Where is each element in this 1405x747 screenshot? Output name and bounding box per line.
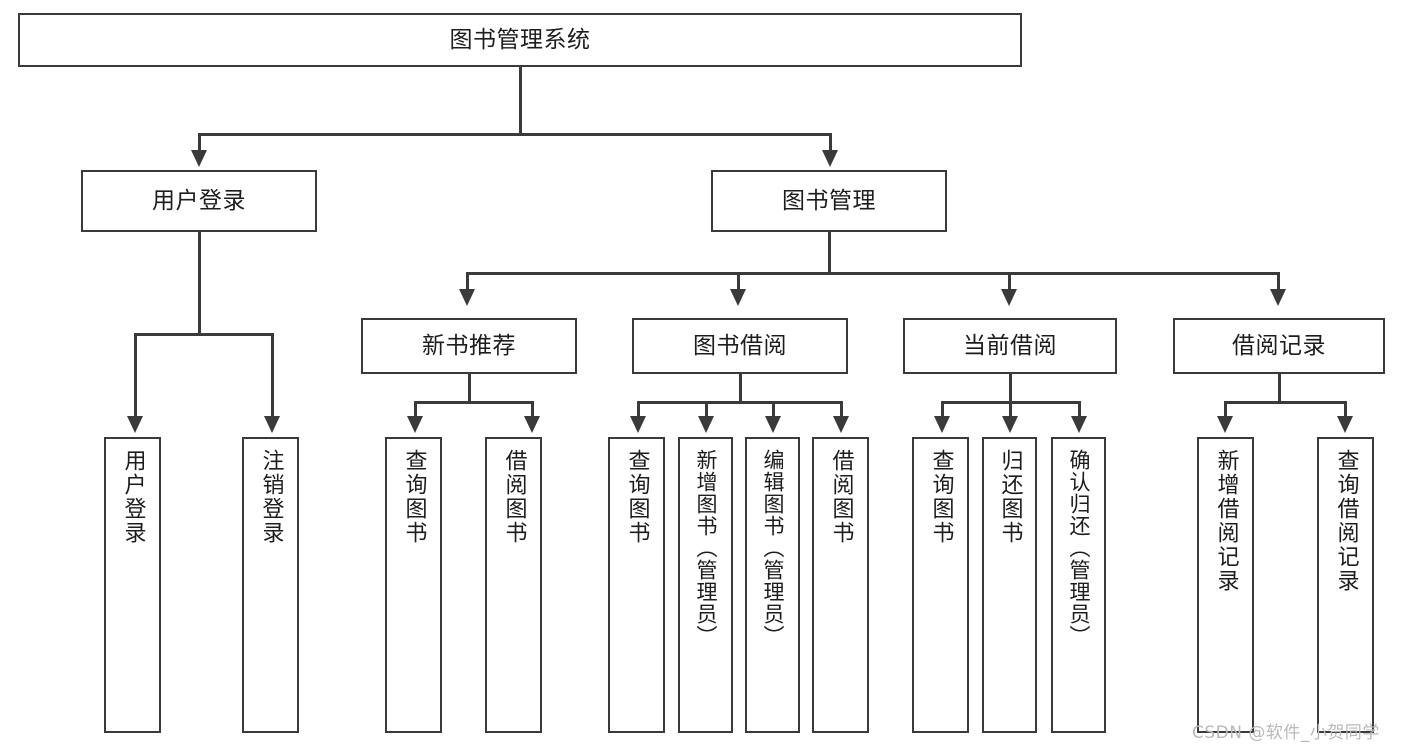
leaf-add-borrow-record[interactable]: 新增借阅记录 <box>1197 437 1254 733</box>
node-label: 图书借阅 <box>693 332 787 359</box>
connector-bookborrow-drop-3 <box>772 401 775 418</box>
arrow-to-new-book <box>459 289 475 306</box>
node-label: 借阅图书 <box>828 449 854 545</box>
connector-bookborrow-stem <box>739 374 742 403</box>
arrow-to-user-login <box>191 150 207 167</box>
connector-newbook-bus <box>414 401 533 404</box>
node-label: 图书管理 <box>782 187 876 214</box>
arrow-to-confirm-return <box>1071 416 1087 433</box>
connector-bookborrow-bus <box>637 401 842 404</box>
node-label: 用户登录 <box>152 187 246 214</box>
connector-bookmgmt-drop-4 <box>1277 272 1280 291</box>
arrow-to-borrow-book <box>833 416 849 433</box>
connector-userlogin-stem <box>198 232 201 335</box>
node-label: 新书推荐 <box>422 332 516 359</box>
node-label: 查询图书 <box>624 449 650 545</box>
connector-root-bus <box>198 133 832 136</box>
connector-bookmgmt-drop-2 <box>737 272 740 291</box>
node-label: 借阅图书 <box>501 449 527 545</box>
arrow-to-query-book-borrow <box>630 416 646 433</box>
connector-userlogin-bus <box>134 333 274 336</box>
node-label: 新增图书（管理员） <box>694 449 718 647</box>
connector-bookborrow-drop-2 <box>705 401 708 418</box>
leaf-query-book-borrow[interactable]: 查询图书 <box>608 437 665 733</box>
connector-currentborrow-drop-3 <box>1078 401 1081 418</box>
node-label: 查询图书 <box>928 449 954 545</box>
leaf-add-book-admin[interactable]: 新增图书（管理员） <box>678 437 733 733</box>
connector-newbook-drop-2 <box>531 401 534 418</box>
arrow-to-return-book <box>1002 416 1018 433</box>
arrow-to-add-borrow-record <box>1217 416 1233 433</box>
leaf-user-login[interactable]: 用户登录 <box>104 437 161 733</box>
node-current-borrow[interactable]: 当前借阅 <box>903 318 1117 374</box>
node-book-management[interactable]: 图书管理 <box>711 170 947 232</box>
leaf-confirm-return-admin[interactable]: 确认归还（管理员） <box>1051 437 1106 733</box>
connector-borrowrecord-drop-2 <box>1344 401 1347 418</box>
node-user-login[interactable]: 用户登录 <box>81 170 317 232</box>
arrow-to-borrow-record <box>1270 289 1286 306</box>
connector-userlogin-drop-1 <box>134 333 137 418</box>
node-label: 图书管理系统 <box>449 26 591 53</box>
connector-newbook-drop-1 <box>414 401 417 418</box>
connector-bookmgmt-bus <box>466 272 1280 275</box>
node-label: 查询借阅记录 <box>1333 449 1359 593</box>
connector-currentborrow-drop-1 <box>941 401 944 418</box>
node-label: 查询图书 <box>401 449 427 545</box>
leaf-logout[interactable]: 注销登录 <box>242 437 299 733</box>
arrow-to-query-borrow-record <box>1337 416 1353 433</box>
node-borrow-record[interactable]: 借阅记录 <box>1173 318 1385 374</box>
arrow-to-query-book-current <box>934 416 950 433</box>
leaf-borrow-book-recommend[interactable]: 借阅图书 <box>485 437 542 733</box>
leaf-query-borrow-record[interactable]: 查询借阅记录 <box>1317 437 1374 733</box>
arrow-to-book-borrow <box>730 289 746 306</box>
arrow-to-current-borrow <box>1001 289 1017 306</box>
connector-root-drop-right <box>829 133 832 152</box>
connector-bookmgmt-stem <box>828 232 831 274</box>
connector-bookborrow-drop-1 <box>637 401 640 418</box>
connector-borrowrecord-drop-1 <box>1224 401 1227 418</box>
leaf-query-book-recommend[interactable]: 查询图书 <box>385 437 442 733</box>
connector-currentborrow-drop-2 <box>1009 401 1012 418</box>
arrow-to-query-book-newbook <box>407 416 423 433</box>
connector-root-drop-left <box>198 133 201 152</box>
node-new-book-recommend[interactable]: 新书推荐 <box>361 318 577 374</box>
arrow-to-add-book <box>698 416 714 433</box>
node-label: 用户登录 <box>120 449 146 545</box>
node-label: 编辑图书（管理员） <box>761 449 785 647</box>
arrow-to-edit-book <box>765 416 781 433</box>
leaf-edit-book-admin[interactable]: 编辑图书（管理员） <box>745 437 800 733</box>
node-label: 借阅记录 <box>1232 332 1326 359</box>
arrow-to-logout-leaf <box>264 416 280 433</box>
connector-bookborrow-drop-4 <box>840 401 843 418</box>
leaf-borrow-book[interactable]: 借阅图书 <box>812 437 869 733</box>
connector-currentborrow-stem <box>1009 374 1012 403</box>
node-label: 新增借阅记录 <box>1213 449 1239 593</box>
connector-bookmgmt-drop-3 <box>1008 272 1011 291</box>
leaf-return-book[interactable]: 归还图书 <box>982 437 1037 733</box>
node-label: 归还图书 <box>997 449 1023 545</box>
arrow-to-book-manage <box>822 150 838 167</box>
node-label: 当前借阅 <box>963 332 1057 359</box>
leaf-query-book-current[interactable]: 查询图书 <box>912 437 969 733</box>
arrow-to-user-login-leaf <box>127 416 143 433</box>
connector-borrowrecord-stem <box>1278 374 1281 403</box>
node-label: 确认归还（管理员） <box>1067 449 1091 647</box>
node-root-system[interactable]: 图书管理系统 <box>18 13 1022 67</box>
connector-root-stem <box>519 67 522 135</box>
connector-borrowrecord-bus <box>1224 401 1346 404</box>
node-label: 注销登录 <box>258 449 284 545</box>
connector-bookmgmt-drop-1 <box>466 272 469 291</box>
arrow-to-borrow-book-newbook <box>524 416 540 433</box>
node-book-borrow[interactable]: 图书借阅 <box>632 318 848 374</box>
connector-userlogin-drop-2 <box>271 333 274 418</box>
connector-newbook-stem <box>468 374 471 403</box>
